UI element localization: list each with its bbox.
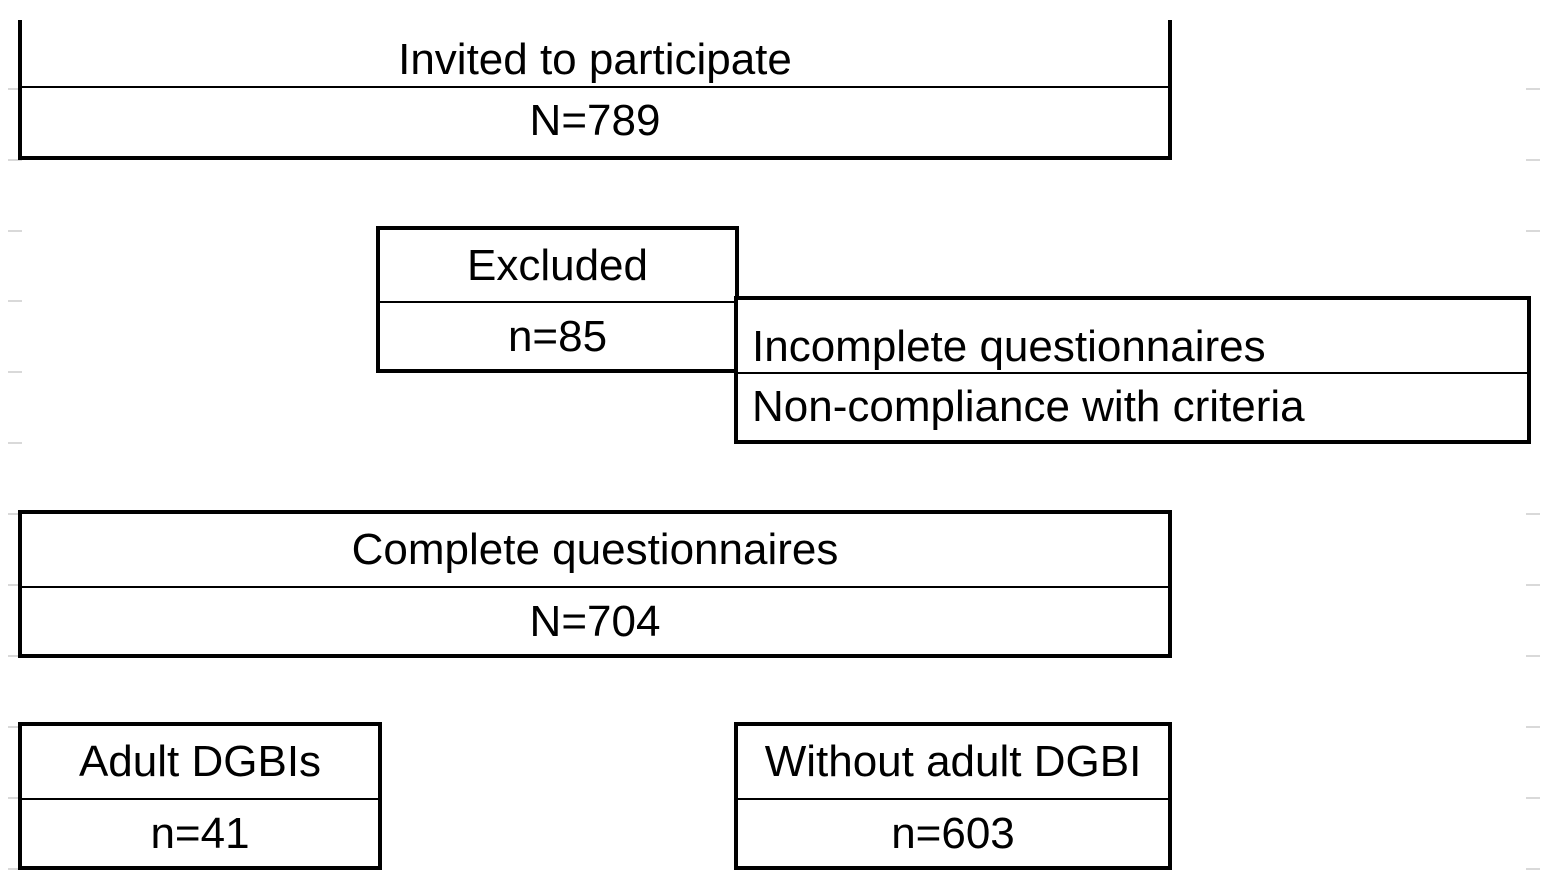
invited-divider [22,86,1168,88]
without-divider [738,798,1168,800]
complete-box: Complete questionnaires N=704 [18,510,1172,658]
margin-tick [8,584,22,586]
exclusion-reasons-box: Incomplete questionnaires Non-compliance… [734,296,1531,444]
margin-tick [1526,868,1540,870]
adult-divider [22,798,378,800]
margin-tick [8,868,22,870]
excluded-count: n=85 [507,312,608,361]
margin-tick [1526,159,1540,161]
margin-tick [1526,655,1540,657]
adult-label: Adult DGBIs [78,737,322,786]
margin-tick [8,230,22,232]
adult-dgbi-box: Adult DGBIs n=41 [18,722,382,870]
complete-divider [22,586,1168,588]
margin-tick [8,513,22,515]
margin-tick [1526,726,1540,728]
excluded-divider [380,301,735,303]
margin-tick [1526,797,1540,799]
invited-count: N=789 [529,96,661,145]
complete-count: N=704 [529,597,661,646]
margin-tick [1526,230,1540,232]
complete-label: Complete questionnaires [351,525,839,574]
reasons-divider [738,372,1527,374]
margin-tick [1526,513,1540,515]
without-count: n=603 [891,809,1015,858]
invited-label: Invited to participate [398,35,792,84]
margin-tick [8,159,22,161]
without-dgbi-box: Without adult DGBI n=603 [734,722,1172,870]
excluded-label: Excluded [466,241,648,290]
margin-tick [8,726,22,728]
excluded-box: Excluded n=85 [376,226,739,373]
margin-tick [8,797,22,799]
invited-box: Invited to participate N=789 [18,20,1172,160]
adult-count: n=41 [150,809,250,858]
margin-tick [8,300,22,302]
margin-tick [8,442,22,444]
margin-tick [8,371,22,373]
reason-non-compliance: Non-compliance with criteria [752,382,1305,431]
margin-tick [1526,88,1540,90]
without-label: Without adult DGBI [764,737,1142,786]
margin-tick [1526,584,1540,586]
margin-tick [8,655,22,657]
reason-incomplete: Incomplete questionnaires [752,322,1266,371]
margin-tick [8,88,22,90]
